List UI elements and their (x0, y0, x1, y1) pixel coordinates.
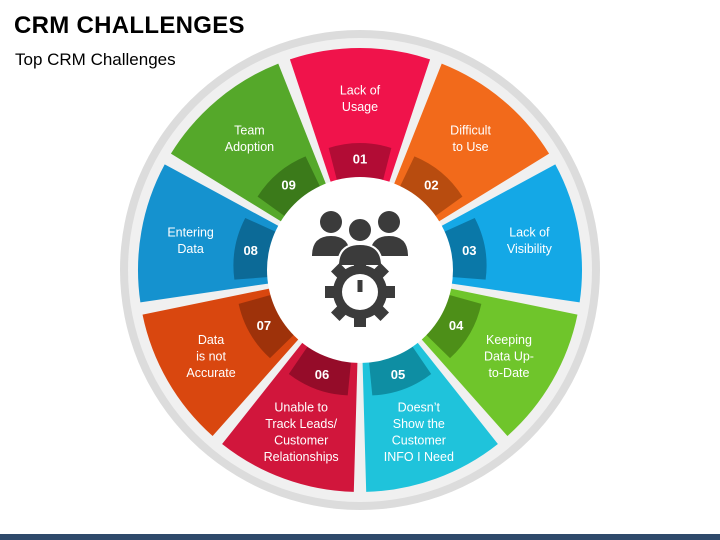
segment-label-line: Adoption (225, 140, 274, 154)
segment-label-line: Data (198, 333, 224, 347)
people-gear-icon (312, 211, 408, 327)
segment-label-line: Data Up- (484, 350, 534, 364)
segment-number-tab (443, 217, 487, 280)
segment-label-line: Unable to (274, 400, 328, 414)
segment-number-tab (288, 345, 352, 396)
bottom-bar (0, 534, 720, 540)
segment-number-tab (238, 294, 295, 359)
segment-03: 03 Lack of Visibility (440, 164, 582, 303)
segment-number: 01 (353, 152, 367, 167)
segment-number: 06 (315, 367, 329, 382)
segment-number: 02 (424, 177, 438, 192)
segment-number-tab (233, 217, 277, 280)
segment-number: 03 (462, 243, 476, 258)
page-subtitle: Top CRM Challenges (15, 50, 176, 69)
segment-number: 09 (281, 177, 295, 192)
segment-label-line: INFO I Need (384, 450, 454, 464)
segment-label-line: Entering (167, 225, 214, 239)
segment-label-line: Show the (393, 417, 445, 431)
segment-label-line: Customer (392, 433, 446, 447)
segment-label-line: Lack of (509, 225, 550, 239)
segment-label-line: to-Date (488, 366, 529, 380)
segment-label-line: Data (177, 242, 203, 256)
segment-label-line: Team (234, 123, 265, 137)
segment-02: 02 Difficult to Use (393, 63, 550, 222)
segment-number-tab (257, 156, 321, 217)
segment-label-line: Lack of (340, 83, 381, 97)
page-title: CRM CHALLENGES (14, 12, 245, 39)
segment-number-tab (368, 345, 432, 396)
segment-label-line: is not (196, 350, 226, 364)
segment-number-tab (328, 142, 392, 181)
segment-label-line: Relationships (264, 450, 339, 464)
segment-number: 07 (257, 318, 271, 333)
segment-label-line: Visibility (507, 242, 553, 256)
segment-label-line: to Use (452, 140, 488, 154)
segment-01: 01 Lack of Usage (289, 47, 431, 183)
segment-wedge (289, 47, 431, 183)
segment-number-tab (399, 156, 463, 217)
segment-number: 08 (243, 243, 257, 258)
segment-label-line: Track Leads/ (265, 417, 337, 431)
segment-label-line: Keeping (486, 333, 532, 347)
segment-number-tab (425, 294, 482, 359)
segment-label-line: Difficult (450, 123, 491, 137)
segment-label-line: Customer (274, 433, 328, 447)
segment-label-line: Usage (342, 100, 378, 114)
segment-number: 05 (391, 367, 405, 382)
segment-label-line: Doesn’t (398, 400, 441, 414)
segment-number: 04 (449, 318, 464, 333)
segment-label-line: Accurate (186, 366, 235, 380)
